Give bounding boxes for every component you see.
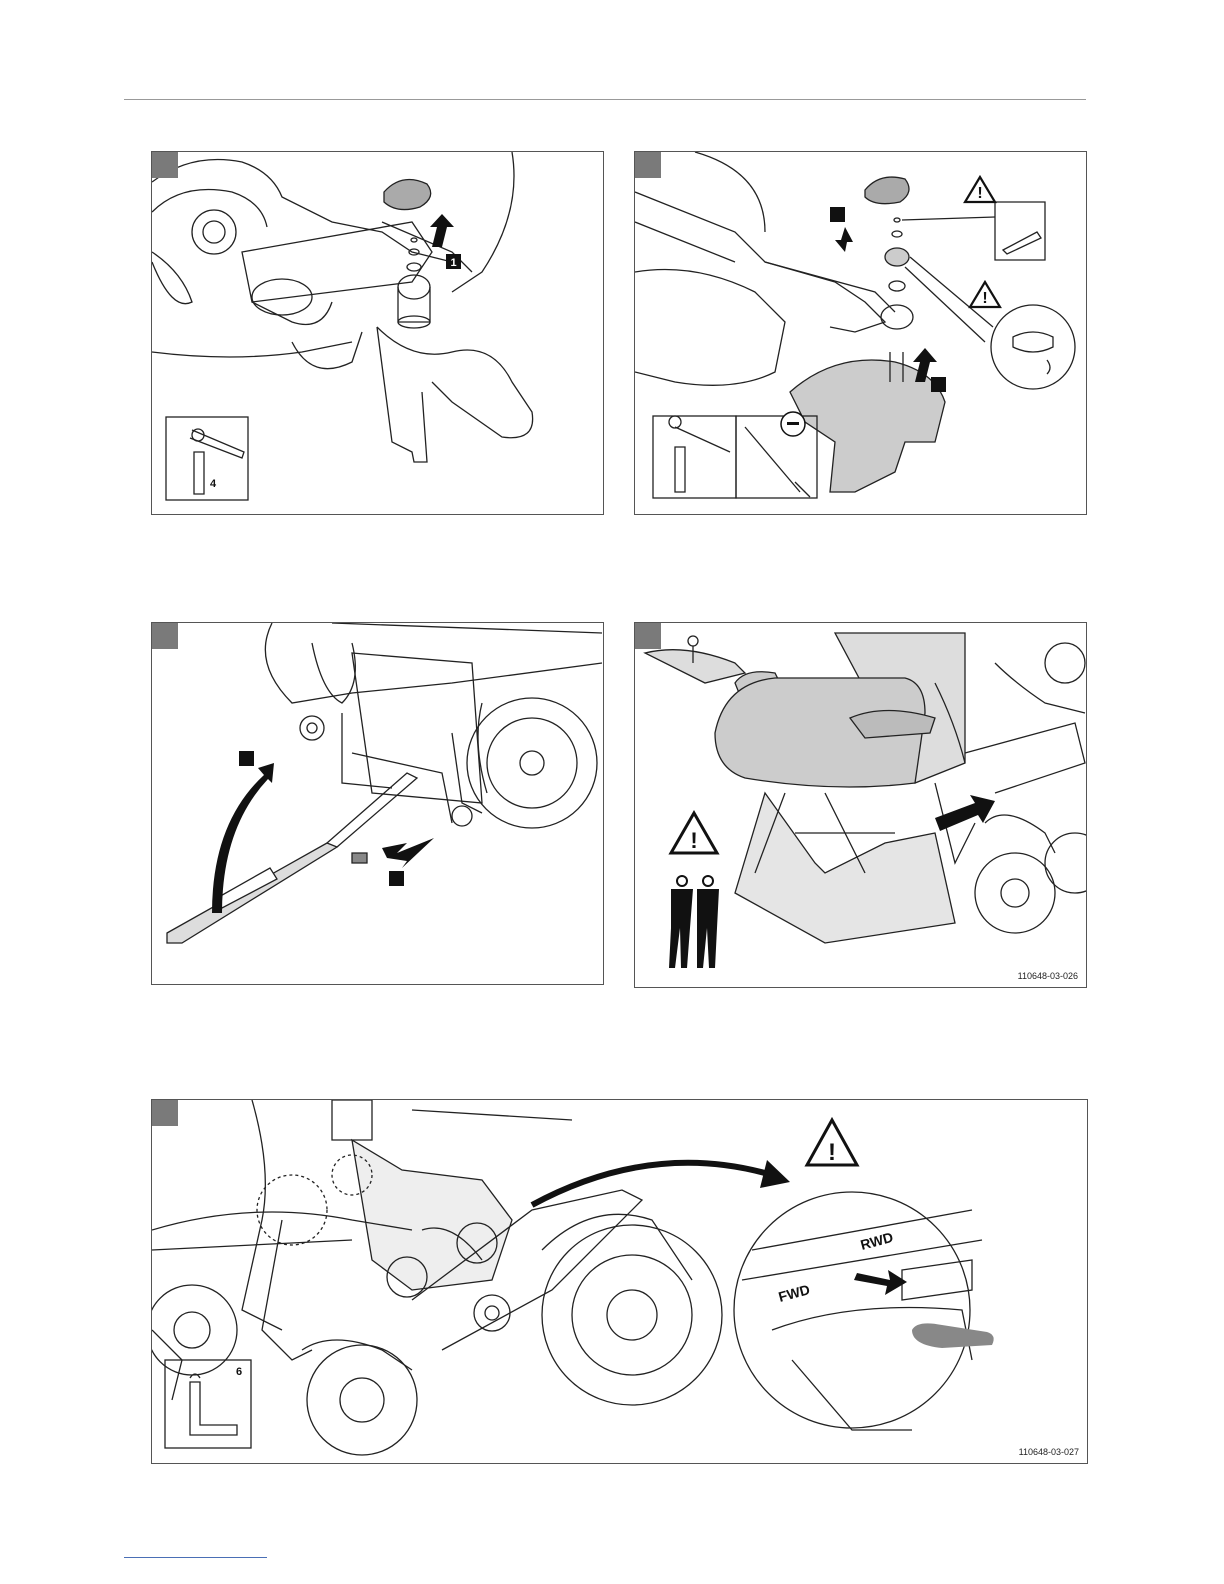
- step-marker-b: [389, 871, 404, 886]
- step-corner-marker: [152, 1100, 178, 1126]
- illustration-panel-3: [151, 622, 604, 985]
- step-corner-marker: [152, 152, 178, 178]
- step-corner-marker: [635, 623, 661, 649]
- lever-lift-illustration: [152, 623, 604, 985]
- tool-size-label: 4: [210, 478, 217, 490]
- illustration-panel-1: 1 4: [151, 151, 604, 515]
- tool-size-label: 6: [236, 1366, 242, 1378]
- illustration-panel-5: ! FWD RWD 6 110648-03-027: [151, 1099, 1088, 1464]
- step-corner-marker: [635, 152, 661, 178]
- footer-link-rule[interactable]: [124, 1557, 267, 1558]
- header-rule: [124, 99, 1086, 100]
- rwd-label: RWD: [859, 1229, 895, 1253]
- svg-text:!: !: [690, 828, 697, 853]
- seat-removal-illustration: !: [635, 623, 1087, 988]
- illustration-panel-2: ! !: [634, 151, 1087, 515]
- caster-arm-illustration: 1 4: [152, 152, 604, 515]
- image-code: 110648-03-026: [1018, 971, 1078, 981]
- step-label: 1: [450, 257, 456, 269]
- svg-text:!: !: [828, 1139, 836, 1166]
- fwd-label: FWD: [777, 1281, 812, 1305]
- step-marker-a: [830, 207, 845, 222]
- step-marker-a: [239, 751, 254, 766]
- svg-text:!: !: [977, 185, 982, 202]
- step-marker-b: [931, 377, 946, 392]
- drive-mode-illustration: ! FWD RWD 6: [152, 1100, 1088, 1464]
- illustration-panel-4: ! 110648-03-026: [634, 622, 1087, 988]
- image-code: 110648-03-027: [1019, 1447, 1079, 1457]
- svg-text:!: !: [982, 290, 987, 307]
- fork-assembly-illustration: ! !: [635, 152, 1087, 515]
- step-corner-marker: [152, 623, 178, 649]
